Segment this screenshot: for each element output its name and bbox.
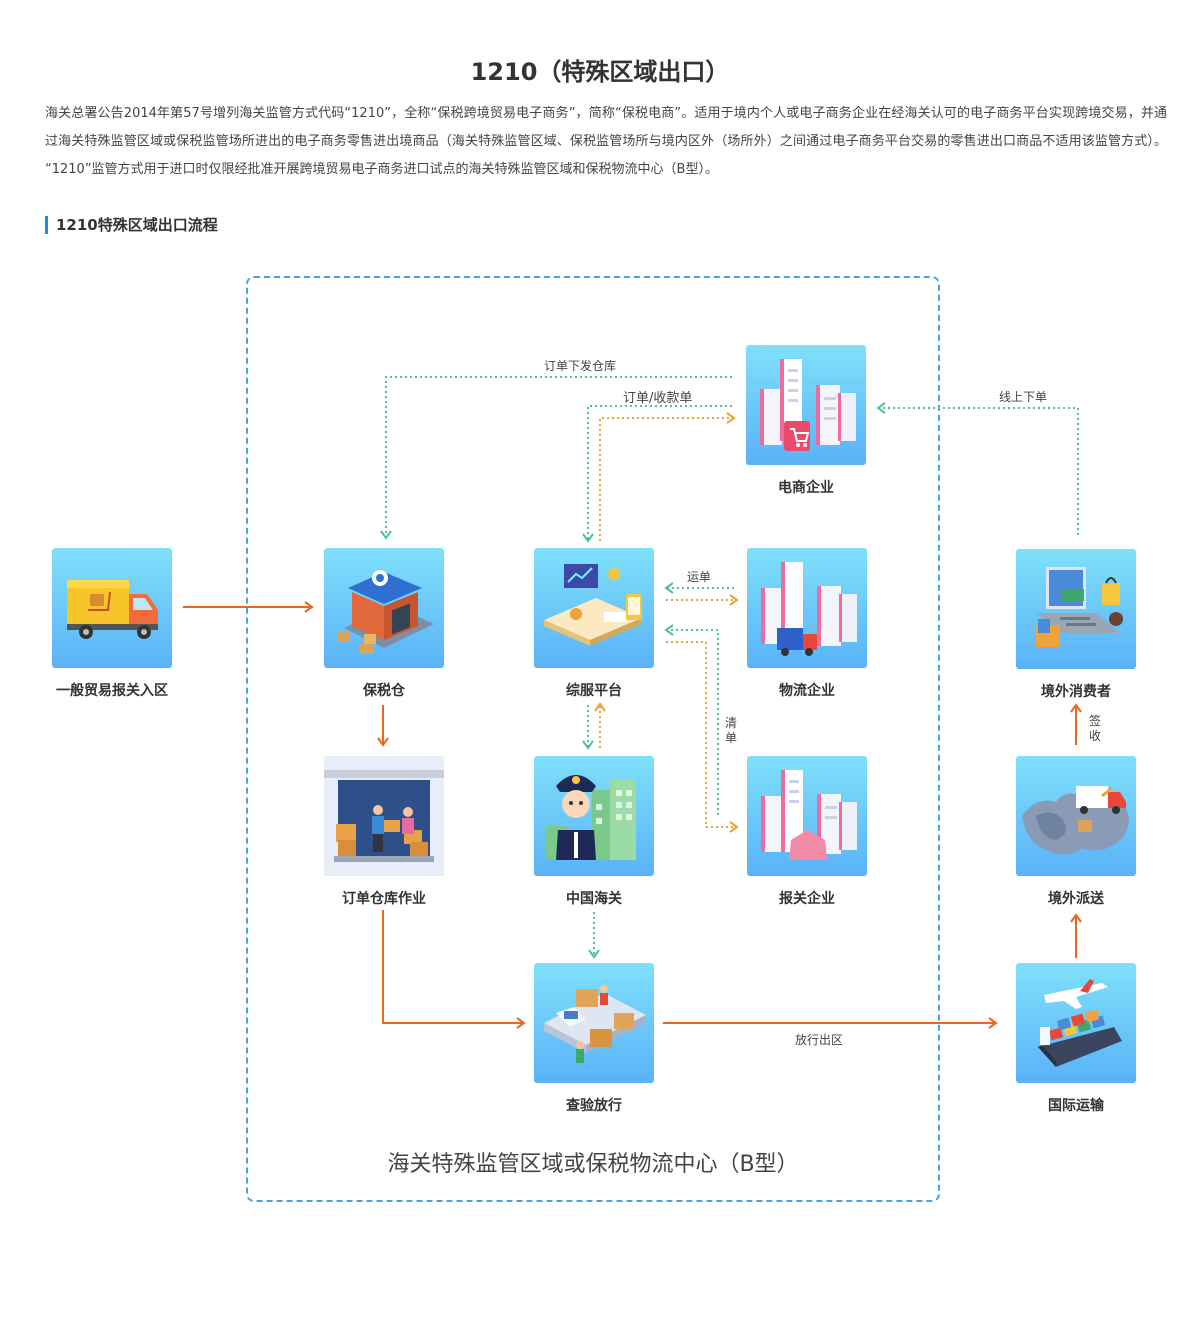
node-declaration (747, 756, 867, 876)
online-shopping-icon (1036, 567, 1123, 647)
edge-label-order-to-warehouse: 订单下发仓库 (544, 359, 617, 373)
zone-label: 海关特殊监管区域或保税物流中心（B型） (387, 1152, 799, 1177)
label-order-warehouse: 订单仓库作业 (342, 891, 426, 907)
special-zone-boundary (246, 276, 940, 1202)
edge-label-sign-receive: 签收 (1088, 714, 1101, 743)
edge-label-release-exit: 放行出区 (795, 1033, 844, 1047)
node-general-trade (52, 548, 172, 668)
plane-ship-icon (1038, 979, 1122, 1067)
edge-label-order-receipt: 订单/收款单 (623, 391, 693, 406)
node-customs (534, 756, 654, 876)
label-ecommerce: 电商企业 (778, 480, 834, 496)
node-logistics (747, 548, 867, 668)
world-delivery-icon (1022, 786, 1129, 855)
label-customs: 中国海关 (566, 891, 622, 907)
platform-icon (544, 564, 642, 646)
label-intl-transport: 国际运输 (1048, 1098, 1104, 1114)
section-heading: 1210特殊区域出口流程 (45, 216, 218, 234)
edge-label-waybill: 运单 (687, 570, 712, 584)
label-general-trade: 一般贸易报关入区 (56, 683, 168, 699)
node-order-warehouse (324, 756, 444, 876)
label-bonded-warehouse: 保税仓 (363, 683, 405, 699)
customs-officer-icon (546, 775, 636, 860)
node-inspection (534, 963, 654, 1083)
arrow-entry (183, 601, 1082, 1029)
edge-label-online-order: 线上下单 (999, 390, 1048, 404)
label-service-platform: 综服平台 (566, 683, 622, 699)
intro-paragraph: 海关总署公告2014年第57号增列海关监管方式代码“1210”，全称“保税跨境贸… (45, 106, 1167, 177)
node-overseas-consumer (1016, 549, 1136, 669)
label-overseas-consumer: 境外消费者 (1041, 684, 1111, 700)
ecommerce-building-icon (760, 359, 856, 451)
label-logistics: 物流企业 (779, 683, 835, 699)
node-bonded-warehouse (324, 548, 444, 668)
node-service-platform (534, 548, 654, 668)
node-intl-transport (1016, 963, 1136, 1083)
warehouse-workers-icon (324, 756, 444, 876)
label-inspection: 查验放行 (566, 1098, 622, 1114)
page-title: 1210（特殊区域出口） (470, 58, 730, 86)
inspection-conveyor-icon (544, 985, 646, 1063)
node-ecommerce (746, 345, 866, 465)
label-overseas-delivery: 境外派送 (1048, 891, 1104, 907)
label-declaration: 报关企业 (779, 891, 835, 907)
declaration-building-icon (761, 770, 857, 860)
node-overseas-delivery (1016, 756, 1136, 876)
delivery-truck-icon (67, 580, 158, 639)
edge-label-manifest: 清单 (724, 716, 737, 745)
logistics-building-icon (761, 562, 857, 656)
warehouse-icon (338, 570, 434, 654)
